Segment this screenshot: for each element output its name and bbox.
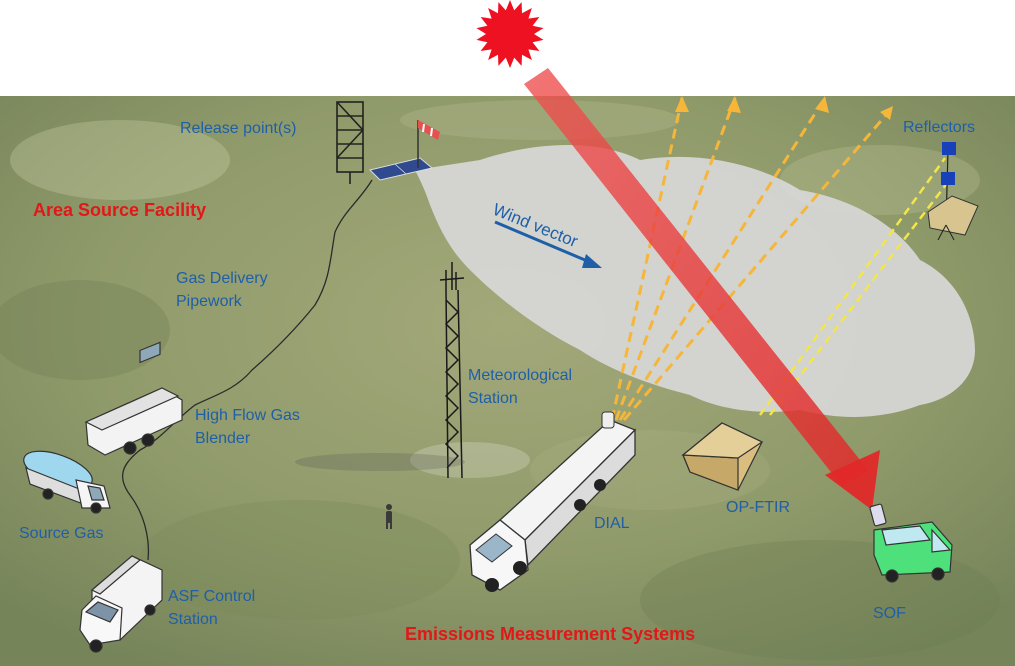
reflector-icon [927, 142, 979, 241]
label-meteorological-line1: Meteorological [468, 367, 573, 384]
dial-beams [610, 97, 894, 421]
trailer-icon [84, 341, 183, 456]
label-emissions-systems: Emissions Measurement Systems [405, 624, 696, 644]
op-ftir-beams [758, 157, 949, 416]
label-high-flow-line2: Blender [195, 430, 251, 447]
label-area-source-facility: Area Source Facility [33, 200, 207, 220]
dial-arrowheads [675, 96, 893, 120]
tent-icon [681, 422, 764, 491]
label-asf-control-line1: ASF Control [168, 588, 256, 605]
label-gas-delivery-line1: Gas Delivery [176, 270, 268, 287]
wind-arrow [494, 220, 602, 268]
label-dial: DIAL [594, 515, 630, 532]
solar-beam [524, 68, 880, 510]
label-release-points: Release point(s) [180, 120, 297, 137]
label-sof: SOF [873, 605, 906, 622]
label-meteorological-line2: Station [468, 390, 518, 407]
dial-beam [610, 97, 684, 421]
label-source-gas: Source Gas [19, 525, 104, 542]
gas-pipework [121, 179, 373, 561]
label-op-ftir: OP-FTIR [726, 499, 790, 516]
label-reflectors: Reflectors [903, 119, 976, 136]
release-tower-icon [336, 101, 364, 184]
label-gas-delivery-line2: Pipework [176, 293, 242, 310]
dial-beam [622, 107, 894, 421]
truck-icon [469, 411, 637, 592]
label-asf-control-line2: Station [168, 611, 218, 628]
van-icon [869, 503, 953, 583]
windsock-icon [417, 120, 440, 168]
tower-shadow [295, 453, 465, 471]
label-high-flow-line1: High Flow Gas [195, 407, 300, 424]
meteorological-tower-icon [439, 262, 465, 479]
person-icon [386, 504, 392, 529]
control-van-icon [79, 555, 163, 653]
sun-icon [476, 0, 544, 68]
solar-panel-icon [369, 157, 434, 181]
tanker-icon [23, 450, 111, 514]
dial-beam [614, 97, 737, 421]
